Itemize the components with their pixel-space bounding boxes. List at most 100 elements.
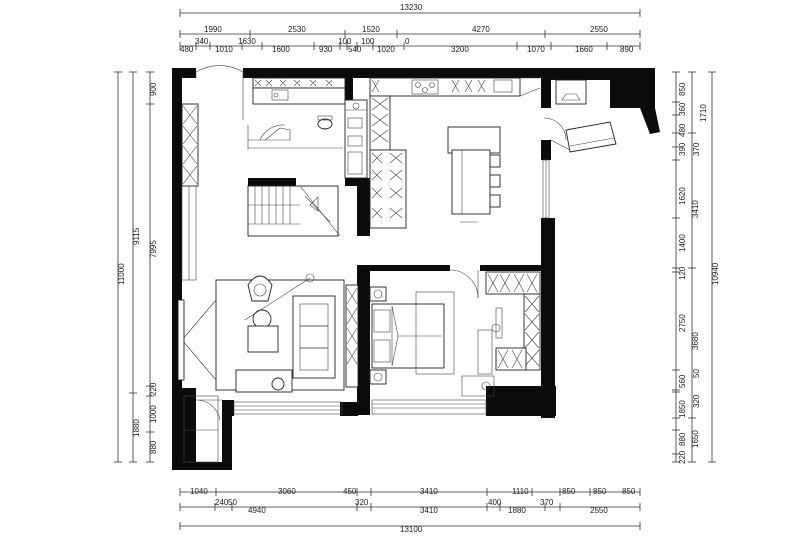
bathroom xyxy=(247,99,368,179)
top-row2-dim-6: 930 xyxy=(319,45,333,54)
living-room xyxy=(177,273,345,393)
bottom-row1-dim-8: 850 xyxy=(622,487,636,496)
west-cabinetry xyxy=(181,103,199,281)
bottom-row2-dim-7: 1880 xyxy=(508,506,526,515)
top-row2-dim-1: 480 xyxy=(180,45,194,54)
right-overall-dimension: 10940 xyxy=(711,262,720,285)
right-col1-dim-3: 3680 xyxy=(691,332,700,350)
nightstand-bottom xyxy=(369,369,387,385)
top-row2-dim-12: 3200 xyxy=(451,45,469,54)
kitchen-counter-top xyxy=(252,77,346,105)
left-col1-dim-1: 9115 xyxy=(132,227,141,245)
bedroom xyxy=(345,269,487,415)
bottom-row1-dim-2: 3060 xyxy=(278,487,296,496)
bottom-row1-dim-1: 1040 xyxy=(190,487,208,496)
right-col2-dim-1: 850 xyxy=(678,82,687,96)
bottom-row1-dim-5: 1110 xyxy=(512,487,529,496)
right-col2-ticks xyxy=(672,101,680,455)
bottom-row2-dim-8: 370 xyxy=(540,498,554,507)
top-dimensions: 13230 1990 2530 1520 4270 2550 xyxy=(179,3,641,54)
bottom-row2-ticks xyxy=(179,503,641,511)
dining-table xyxy=(447,126,501,223)
left-col2-dim-2: 7995 xyxy=(149,240,158,258)
bottom-row1-dim-3: 450 xyxy=(343,487,357,496)
basin-icon xyxy=(352,102,360,110)
top-row2-dim-4: 1630 xyxy=(238,37,256,46)
top-row1-dim-5: 2550 xyxy=(590,25,608,34)
right-col2-dim-4: 390 xyxy=(678,142,687,156)
left-col2-dim-3: 220 xyxy=(149,382,158,396)
bedroom-window xyxy=(371,399,487,415)
entry-door xyxy=(195,65,244,120)
left-col2-dim-4: 1000 xyxy=(149,405,158,423)
bottom-overall-dimension: 13100 xyxy=(400,525,423,534)
top-row2-dim-5: 1600 xyxy=(272,45,290,54)
bottom-row1-dim-6: 850 xyxy=(562,487,576,496)
right-col2-dim-6: 1620 xyxy=(678,187,687,205)
right-col2-dim-11: 50 xyxy=(692,369,701,378)
side-table-icon xyxy=(252,309,272,329)
right-col2-dim-2: 360 xyxy=(678,102,687,116)
left-overall-dimension: 11000 xyxy=(117,263,126,285)
bottom-row1-dim-7: 850 xyxy=(593,487,607,496)
right-col2-dim-14: 880 xyxy=(678,432,687,446)
top-row2-dim-15: 890 xyxy=(620,45,634,54)
top-row1-dim-4: 4270 xyxy=(472,25,490,34)
bottom-row2-dim-4: 320 xyxy=(355,498,369,507)
right-dimensions: 850 360 480 390 370 1620 1400 120 2750 5… xyxy=(672,71,720,464)
right-col2-dim-5: 370 xyxy=(692,142,701,156)
right-col1-dim-2: 3410 xyxy=(691,200,700,218)
right-col2-dim-15: 220 xyxy=(678,450,687,464)
right-col1-dim-4: 1650 xyxy=(691,430,700,448)
top-row2-ticks xyxy=(179,42,641,50)
top-row2-dim-3: 1010 xyxy=(215,45,233,54)
tv-cabinet xyxy=(177,299,185,381)
toilet-icon xyxy=(317,118,333,130)
left-col2-dim-1: 900 xyxy=(149,82,158,96)
cooktop-icon xyxy=(411,79,439,95)
top-row2-dim-2: 340 xyxy=(195,37,209,46)
living-window xyxy=(195,399,343,421)
right-col2-dim-9: 2750 xyxy=(678,314,687,332)
top-row2-dim-8: 100 xyxy=(361,37,375,46)
washer-icon xyxy=(555,79,587,105)
right-col2-dim-8: 120 xyxy=(678,266,687,280)
right-col1-dim-1: 1710 xyxy=(699,104,708,122)
bottom-row2-dim-6: 400 xyxy=(488,498,502,507)
entry-closet xyxy=(183,395,219,463)
right-col2-dim-12: 1850 xyxy=(678,400,687,418)
bottom-dimensions: 1040 3060 450 3410 1110 850 850 850 240 … xyxy=(179,487,641,534)
bottom-row2-dim-2: 50 xyxy=(228,498,237,507)
utility-room xyxy=(542,79,617,219)
top-row1-dim-3: 1520 xyxy=(362,25,380,34)
bottom-row2-dim-3: 4940 xyxy=(248,506,266,515)
top-row2-dim-10: 1020 xyxy=(377,45,395,54)
coffee-table xyxy=(247,325,279,353)
top-row1-dim-2: 2530 xyxy=(288,25,306,34)
nightstand-top xyxy=(369,286,387,302)
kitchen-cabinets xyxy=(369,77,541,229)
left-col2-dim-5: 880 xyxy=(149,440,158,454)
left-col1-dim-2: 1880 xyxy=(132,419,141,437)
top-row2-dim-9: 540 xyxy=(348,45,362,54)
bottom-row1-ticks xyxy=(179,488,641,496)
top-row1-ticks xyxy=(179,30,641,38)
right-col2-dim-7: 1400 xyxy=(678,234,687,252)
sofa xyxy=(292,295,336,379)
right-col2-dim-13: 320 xyxy=(692,394,701,408)
top-row2-dim-11: 0 xyxy=(405,37,410,46)
bedroom-closet xyxy=(461,271,541,397)
right-col2-dim-10: 560 xyxy=(678,374,687,388)
staircase xyxy=(247,185,341,237)
left-dimensions: 11000 9115 1880 900 7995 220 1000 880 xyxy=(114,71,158,463)
bottom-row2-dim-5: 3410 xyxy=(420,506,438,515)
kitchen-sink-icon xyxy=(493,79,513,93)
top-overall-dimension: 13230 xyxy=(400,3,423,12)
top-row2-dim-14: 1660 xyxy=(575,45,593,54)
bottom-row2-dim-1: 240 xyxy=(215,498,229,507)
armchair xyxy=(247,275,273,302)
bottom-row1-dim-4: 3410 xyxy=(420,487,438,496)
top-row1-dim-1: 1990 xyxy=(204,25,222,34)
floor-lamp-icon xyxy=(305,273,315,283)
